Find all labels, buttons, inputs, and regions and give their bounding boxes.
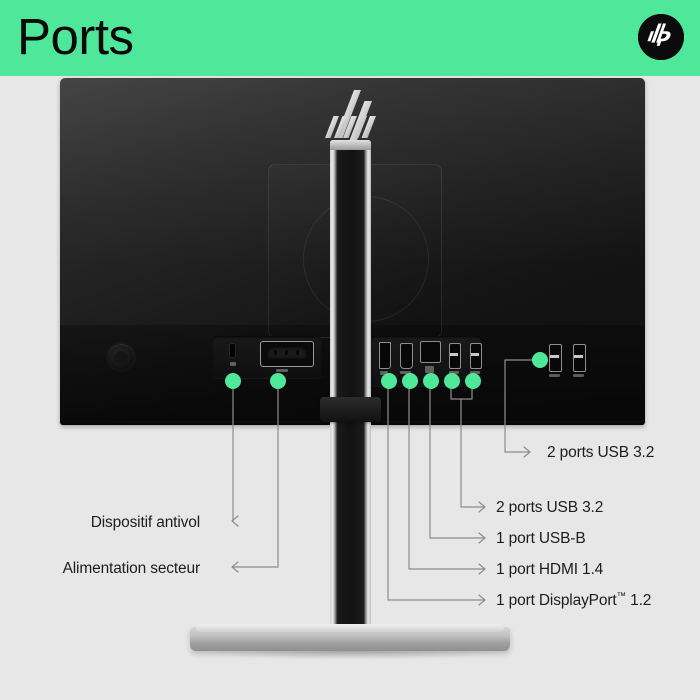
callout-dot-usb-b[interactable] [423, 373, 439, 389]
usb-a-tongue [471, 353, 479, 356]
usb-a-tongue [574, 355, 583, 358]
ac-pin [296, 350, 299, 355]
label-usb-b: 1 port USB-B [496, 530, 586, 547]
monitor-stand-base-top [196, 624, 504, 632]
displayport-marking [380, 371, 388, 375]
monitor-stand-column-top [330, 140, 371, 150]
leader-hdmi [408, 389, 484, 570]
arrowhead-side-usb [523, 446, 531, 458]
leader-ac-power [232, 389, 279, 568]
label-rear-usb: 2 ports USB 3.2 [496, 499, 604, 516]
leader-usb-pair-bracket [450, 389, 473, 400]
hp-slash-logo-icon [320, 88, 400, 166]
usb-a-side-port-2 [573, 344, 586, 372]
ac-pin [285, 350, 288, 355]
leader-displayport [387, 389, 484, 601]
arrowhead-ac-power [231, 561, 239, 573]
page-title: Ports [17, 8, 134, 65]
usb-a-port-1 [449, 343, 461, 369]
arrowhead-rear-usb [478, 501, 486, 513]
hdmi-marking [400, 371, 411, 374]
kensington-lock-slot-port [230, 344, 235, 357]
leader-rear-usb [460, 399, 484, 508]
stand-base-shadow [196, 651, 504, 660]
usb-a-tongue [550, 355, 559, 358]
hp-logo-icon [638, 14, 684, 60]
label-displayport-version: 1.2 [625, 592, 652, 609]
leader-side-usb [504, 359, 532, 453]
usb-a-marking [470, 371, 480, 374]
callout-dot-displayport[interactable] [381, 373, 397, 389]
rear-pivot-inner [114, 350, 128, 364]
callout-dot-hdmi[interactable] [402, 373, 418, 389]
ac-pin [274, 350, 277, 355]
usb-b-marking [425, 366, 434, 373]
ac-socket-recess [267, 347, 307, 359]
usb-a-side-port-1 [549, 344, 562, 372]
label-ac-power: Alimentation secteur [62, 560, 201, 577]
usb-a-marking [449, 371, 459, 374]
usb-b-port [420, 341, 441, 363]
arrowhead-displayport [478, 594, 486, 606]
leader-security-lock [232, 389, 234, 522]
callout-dot-usb-a-1[interactable] [444, 373, 460, 389]
usb-a-marking [549, 374, 560, 377]
callout-dot-ac-power[interactable] [270, 373, 286, 389]
usb-a-marking [573, 374, 584, 377]
callout-dot-side-usb[interactable] [532, 352, 548, 368]
label-security-lock: Dispositif antivol [90, 514, 200, 531]
label-displayport: 1 port DisplayPort™ 1.2 [496, 590, 652, 609]
hdmi-port [400, 343, 413, 369]
rear-pivot-recess [108, 344, 134, 370]
cable-management-clip [320, 397, 381, 422]
leader-usb-b [429, 389, 484, 539]
trademark-symbol: ™ [616, 590, 627, 602]
displayport-port [379, 342, 391, 369]
ac-port-marking [276, 369, 288, 372]
usb-a-tongue [450, 353, 458, 356]
kensington-port-marking [230, 362, 236, 366]
arrowhead-hdmi [478, 563, 486, 575]
callout-dot-security-lock[interactable] [225, 373, 241, 389]
ac-power-socket-port [260, 341, 314, 367]
monitor-stand-column [330, 140, 371, 640]
label-displayport-text: 1 port DisplayPort [496, 592, 617, 609]
usb-a-port-2 [470, 343, 482, 369]
arrowhead-usb-b [478, 532, 486, 544]
label-hdmi: 1 port HDMI 1.4 [496, 561, 604, 578]
label-side-usb: 2 ports USB 3.2 [547, 444, 655, 461]
callout-dot-usb-a-2[interactable] [465, 373, 481, 389]
arrowhead-security-lock [231, 515, 239, 527]
page-header: Ports [0, 0, 700, 76]
